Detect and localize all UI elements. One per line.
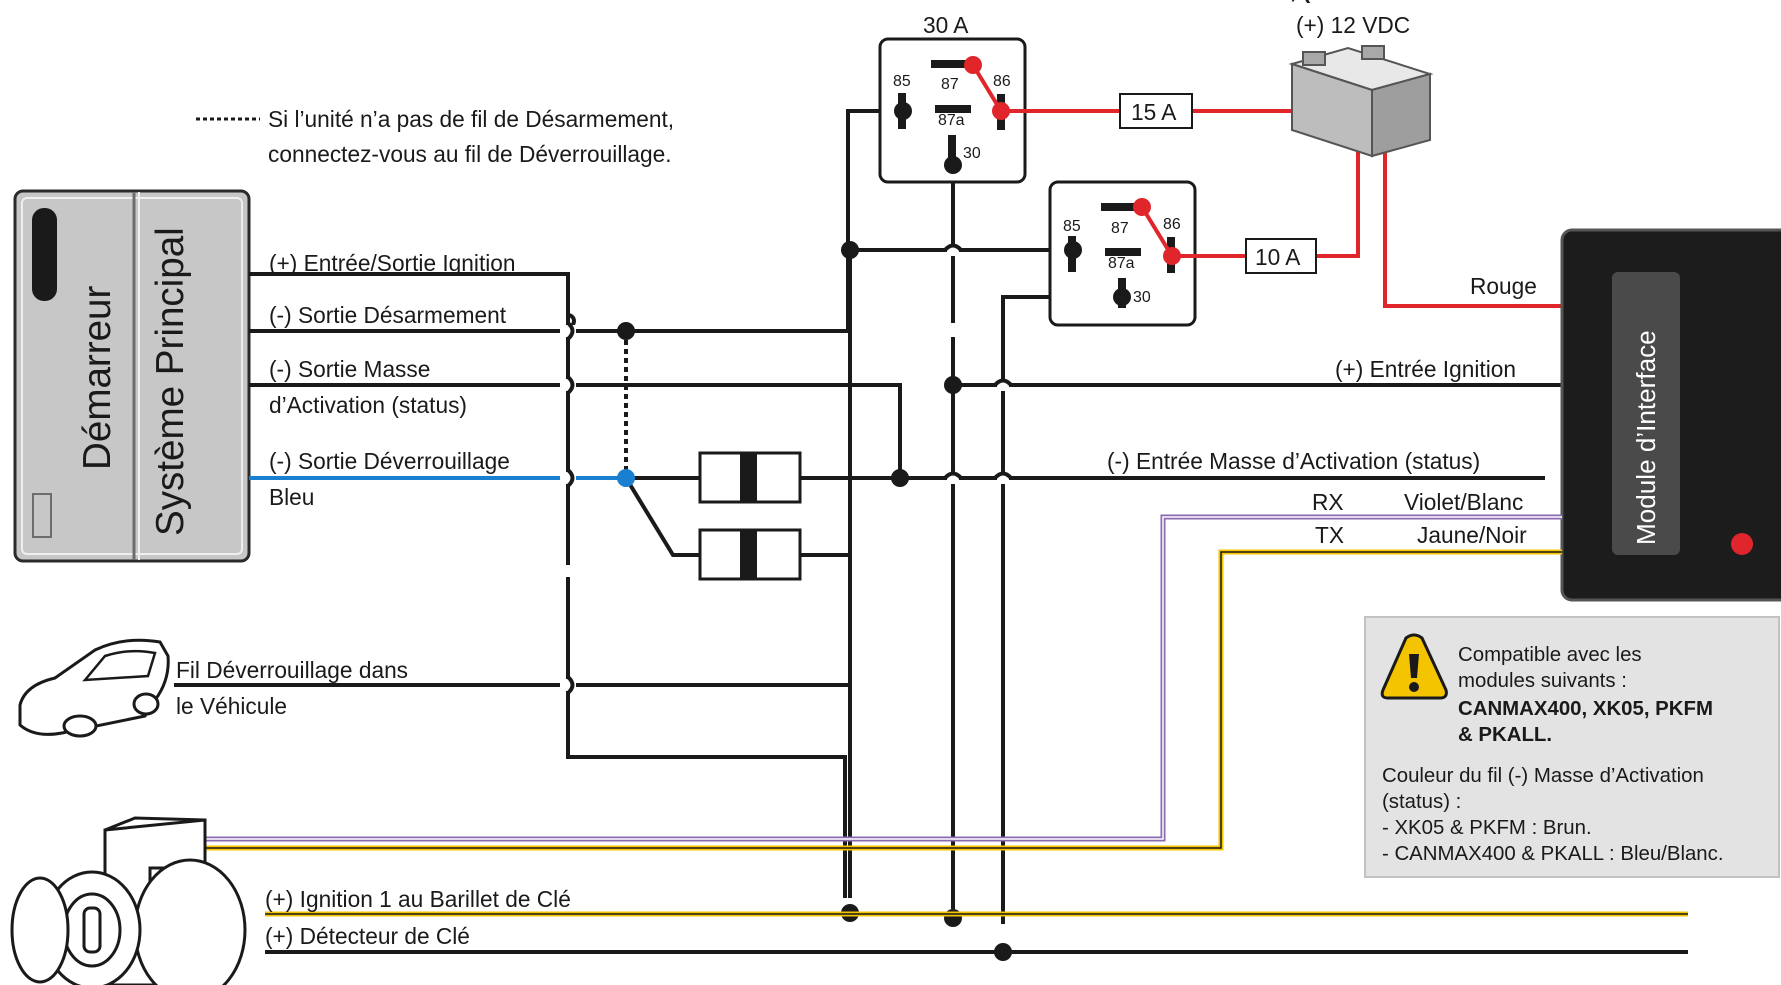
wire-label-disarm: (-) Sortie Désarmement [269, 302, 507, 328]
ignition-key-icon [10, 816, 247, 985]
module-tx-color: Jaune/Noir [1417, 522, 1527, 548]
compat-line-8: - CANMAX400 & PKALL : Bleu/Blanc. [1382, 843, 1724, 865]
crossover-hops [560, 243, 1013, 695]
svg-text:30: 30 [963, 145, 981, 162]
key-detector-label: (+) Détecteur de Clé [265, 923, 470, 949]
diode-2 [698, 528, 802, 581]
starter-slot [32, 208, 57, 301]
module-tx: TX [1315, 522, 1344, 548]
compat-line-2: modules suivants : [1458, 670, 1627, 692]
wire-label-ground-1: (-) Sortie Masse [269, 356, 430, 382]
svg-text:87a: 87a [938, 112, 965, 129]
wire-label-ignition: (+) Entrée/Sortie Ignition [269, 250, 516, 276]
module-wire-status: (-) Entrée Masse d’Activation (status) [1107, 448, 1480, 474]
starter-small-window [32, 493, 52, 538]
relay-30a: 30 A 85 87 86 87a 30 [878, 12, 1027, 184]
black-wires [174, 109, 1688, 954]
tx-wire [174, 549, 1562, 851]
vehicle-label-1: Fil Déverrouillage dans [176, 657, 408, 683]
svg-text:30: 30 [1133, 289, 1151, 306]
svg-text:87: 87 [941, 76, 959, 93]
battery-label: (+) 12 VDC [1296, 12, 1410, 38]
compat-line-4: & PKALL. [1458, 724, 1552, 746]
compat-line-1: Compatible avec les [1458, 644, 1642, 666]
svg-text:15 A: 15 A [1131, 99, 1177, 125]
note-line-1: Si l’unité n’a pas de fil de Désarmement… [268, 106, 674, 132]
vehicle-label-2: le Véhicule [176, 693, 287, 719]
module-wire-ignition: (+) Entrée Ignition [1335, 356, 1516, 382]
svg-text:87a: 87a [1108, 255, 1135, 272]
battery-icon: (+) 12 VDC [1288, 12, 1434, 158]
starter-unit: Démarreur Système Principal [13, 189, 251, 563]
note-line-2: connectez-vous au fil de Déverrouillage. [268, 141, 672, 167]
compat-line-3: CANMAX400, XK05, PKFM [1458, 698, 1713, 720]
svg-text:85: 85 [1063, 218, 1081, 235]
module-label: Module d’Interface [1631, 330, 1661, 545]
module-wire-red: Rouge [1470, 273, 1537, 299]
led-icon [1731, 533, 1753, 555]
module-rx-color: Violet/Blanc [1404, 489, 1523, 515]
diode-1 [698, 451, 802, 504]
svg-text:87: 87 [1111, 220, 1129, 237]
interface-module: Module d’Interface [1560, 228, 1781, 602]
svg-text:10 A: 10 A [1255, 244, 1301, 270]
module-rx: RX [1312, 489, 1344, 515]
warning-icon [1380, 633, 1448, 700]
junction-dots [617, 241, 1012, 961]
starter-label-1: Démarreur [76, 285, 119, 470]
car-icon [18, 638, 170, 738]
compat-line-6: (status) : [1382, 791, 1461, 813]
wire-label-ground-2: d’Activation (status) [269, 392, 467, 418]
relay-rating: 30 A [923, 12, 969, 38]
wire-label-unlock-color: Bleu [269, 484, 314, 510]
compat-line-5: Couleur du fil (-) Masse d’Activation [1382, 765, 1704, 787]
wire-label-unlock: (-) Sortie Déverrouillage [269, 448, 510, 474]
svg-text:86: 86 [993, 73, 1011, 90]
fuse-15a: 15 A [1119, 93, 1193, 129]
header-partial: , (— —— ——— ———— ——————— ————), ——— ————… [1290, 0, 1781, 3]
compat-line-7: - XK05 & PKFM : Brun. [1382, 817, 1592, 839]
red-wires [1001, 109, 1562, 308]
key-ignition-label: (+) Ignition 1 au Barillet de Clé [265, 886, 571, 912]
relay-2: 85 87 86 87a 30 [1048, 180, 1197, 327]
svg-text:85: 85 [893, 73, 911, 90]
fuse-10a: 10 A [1245, 238, 1317, 274]
svg-text:86: 86 [1163, 216, 1181, 233]
starter-label-2: Système Principal [149, 227, 192, 536]
compat-note-box: Compatible avec les modules suivants : C… [1364, 616, 1780, 878]
